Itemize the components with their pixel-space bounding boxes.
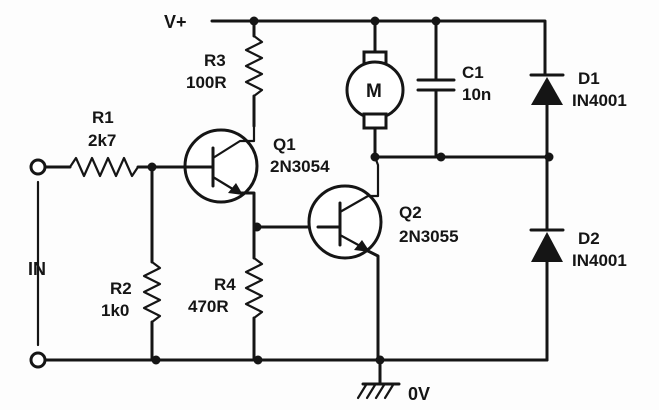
d2-name-label: D2 [578, 229, 600, 248]
motor-diode-node [373, 152, 554, 162]
ground-rail [43, 355, 549, 385]
r4-value-label: 470R [188, 297, 229, 316]
supply-label: V+ [164, 12, 187, 32]
transistor-q2 [307, 155, 383, 362]
r2-value-label: 1k0 [101, 301, 129, 320]
c1-value-label: 10n [462, 85, 491, 104]
motor [345, 19, 405, 162]
motor-symbol-label: M [366, 81, 382, 102]
resistor-r1 [43, 156, 188, 178]
ground-label: 0V [408, 384, 430, 404]
resistor-r3 [244, 19, 264, 128]
d1-name-label: D1 [578, 69, 600, 88]
diode-d1 [529, 73, 565, 159]
c1-name-label: C1 [462, 63, 484, 82]
d1-part-label: IN4001 [572, 91, 627, 110]
r4-name-label: R4 [214, 275, 236, 294]
q2-name-label: Q2 [399, 203, 422, 222]
diode-d2 [529, 155, 565, 362]
input-terminal-bottom[interactable] [29, 351, 47, 369]
r2-name-label: R2 [110, 279, 132, 298]
r1-name-label: R1 [92, 108, 114, 127]
r3-value-label: 100R [186, 73, 227, 92]
resistor-r4 [244, 256, 264, 362]
d2-part-label: IN4001 [572, 251, 627, 270]
input-terminal-top[interactable] [29, 158, 47, 176]
input-label: IN [28, 259, 46, 279]
resistor-r2 [142, 165, 162, 362]
q1-name-label: Q1 [273, 135, 296, 154]
transistor-q1 [183, 124, 259, 204]
q2-part-label: 2N3055 [399, 227, 459, 246]
ground-symbol [356, 382, 401, 400]
capacitor-c1 [416, 19, 456, 159]
q1-part-label: 2N3054 [270, 157, 330, 176]
r3-name-label: R3 [204, 51, 226, 70]
r1-value-label: 2k7 [88, 131, 116, 150]
q1-emitter-node [252, 198, 320, 260]
